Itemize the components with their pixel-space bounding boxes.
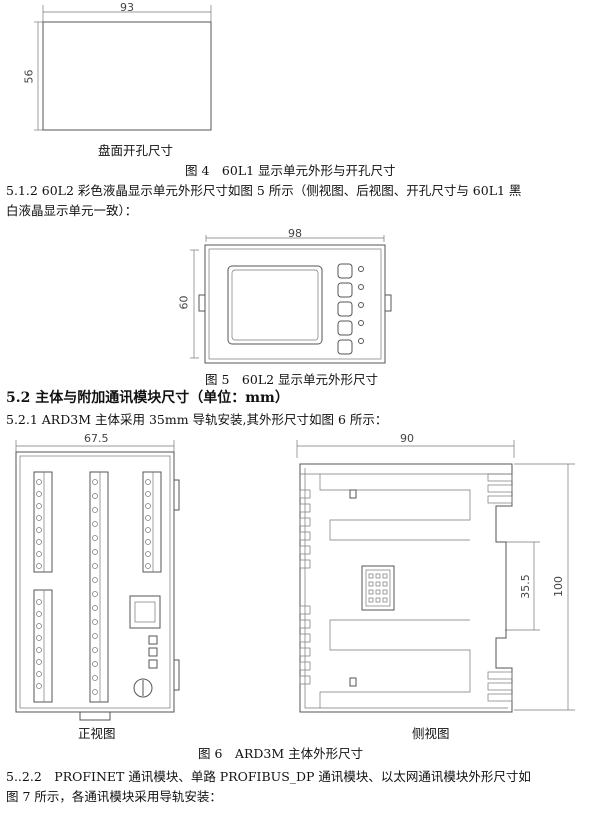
- figure-5: 98 60 图 5 60L2 显示单元外形尺寸: [0, 220, 590, 390]
- fig4-height-dimension: 56: [22, 69, 36, 84]
- figure-4-caption: 图 4 60L1 显示单元外形与开孔尺寸: [185, 163, 396, 178]
- fig4-width-dimension: 93: [120, 1, 134, 14]
- fig5-width-dimension: 98: [288, 227, 302, 240]
- section-5-1-2-line2: 白液晶显示单元一致）：: [6, 203, 138, 218]
- panel-cutout-drawing: [34, 5, 212, 131]
- display-unit-60L2-drawing: [190, 235, 392, 364]
- section-5-2-2-line2: 图 7 所示，各通讯模块采用导轨安装：: [6, 789, 222, 804]
- figure-6-caption: 图 6 ARD3M 主体外形尺寸: [198, 746, 364, 761]
- figure-5-caption: 图 5 60L2 显示单元外形尺寸: [205, 372, 379, 387]
- side-height-dimension: 100: [552, 576, 565, 597]
- section-5-2-1-line: 5.2.1 ARD3M 主体采用 35mm 导轨安装,其外形尺寸如图 6 所示：: [6, 412, 388, 427]
- front-width-dimension: 67.5: [84, 432, 109, 445]
- side-width-dimension: 90: [400, 432, 414, 445]
- figure-6: 67.5 90 35.5 100 正视图 侧视图 图 6 ARD3M 主体外形尺…: [0, 430, 590, 761]
- section-5-2-heading: 5.2 主体与附加通讯模块尺寸（单位：mm）: [6, 390, 289, 406]
- side-view-label: 侧视图: [412, 726, 450, 741]
- section-5-2-2-line1: 5..2.2 PROFINET 通讯模块、单路 PROFIBUS_DP 通讯模块…: [6, 769, 531, 784]
- rail-dimension: 35.5: [518, 574, 532, 599]
- front-view-label: 正视图: [78, 726, 116, 741]
- figure-4: 93 56 盘面开孔尺寸 图 4 60L1 显示单元外形与开孔尺寸: [0, 0, 590, 180]
- panel-cutout-label: 盘面开孔尺寸: [98, 143, 174, 158]
- fig5-height-dimension: 60: [177, 295, 191, 310]
- section-5-1-2-line1: 5.1.2 60L2 彩色液晶显示单元外形尺寸如图 5 所示（侧视图、后视图、开…: [6, 183, 522, 198]
- ard3m-drawing: [15, 440, 575, 721]
